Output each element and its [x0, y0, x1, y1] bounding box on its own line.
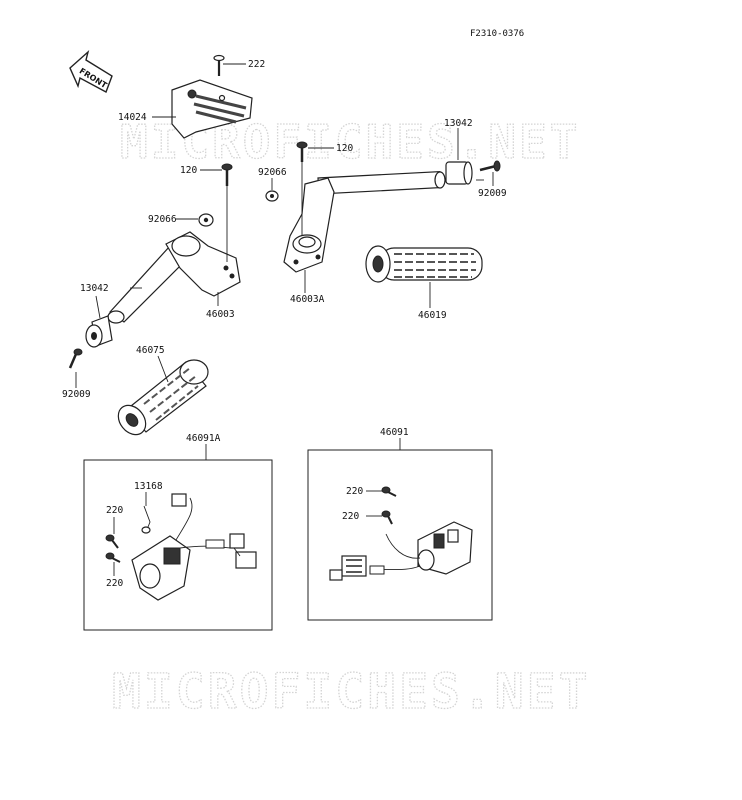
- switch-46091A-icon: [131, 493, 257, 601]
- watermark-bottom: MICROFICHES.NET: [112, 664, 590, 720]
- grip-46019-icon: [365, 245, 483, 283]
- label-220-c: 220: [346, 486, 363, 497]
- bolt-120-left-icon: [221, 163, 233, 186]
- label-13042-left: 13042: [80, 283, 109, 294]
- bolt-120-right-icon: [296, 141, 308, 162]
- handlebar-46003A-icon: [283, 170, 446, 273]
- label-220-d: 220: [342, 511, 359, 522]
- label-222: 222: [248, 59, 265, 70]
- label-46003: 46003: [206, 309, 235, 320]
- label-92009-right: 92009: [478, 188, 507, 199]
- label-46091A: 46091A: [186, 433, 221, 444]
- assembly-46091-box: [307, 449, 493, 621]
- label-46075: 46075: [136, 345, 165, 356]
- washer-92066-left-icon: [198, 213, 214, 227]
- label-46003A: 46003A: [290, 294, 325, 305]
- screw-220-a-icon: [105, 534, 119, 549]
- screw-220-d-icon: [381, 510, 393, 525]
- screw-220-c-icon: [381, 486, 397, 497]
- screw-220-b-icon: [105, 552, 121, 563]
- handlebar-46003-icon: [107, 231, 241, 324]
- screw-92009-right-icon: [479, 160, 501, 172]
- switch-46091-icon: [329, 521, 473, 581]
- screw-92009-left-icon: [68, 348, 83, 369]
- washer-92066-right-icon: [265, 190, 279, 202]
- cover-14024-icon: [171, 79, 253, 139]
- front-arrow-icon: FRONT: [69, 49, 113, 93]
- label-92009-left: 92009: [62, 389, 91, 400]
- figure-code: F2310-0376: [470, 29, 524, 39]
- weight-13042-right-icon: [445, 161, 473, 185]
- label-92066-left: 92066: [148, 214, 177, 225]
- label-220-a: 220: [106, 505, 123, 516]
- label-92066-right: 92066: [258, 167, 287, 178]
- weight-13042-left-icon: [85, 315, 113, 348]
- label-120-right: 120: [336, 143, 353, 154]
- label-46091: 46091: [380, 427, 409, 438]
- label-13042-right: 13042: [444, 118, 473, 129]
- switch-part-13168-icon: [141, 505, 151, 534]
- screw-222-icon: [213, 54, 225, 76]
- label-13168: 13168: [134, 481, 163, 492]
- grip-46075-icon: [117, 359, 209, 436]
- label-46019: 46019: [418, 310, 447, 321]
- assembly-46091A-box: [83, 459, 273, 631]
- label-220-b: 220: [106, 578, 123, 589]
- label-14024: 14024: [118, 112, 147, 123]
- label-120-left: 120: [180, 165, 197, 176]
